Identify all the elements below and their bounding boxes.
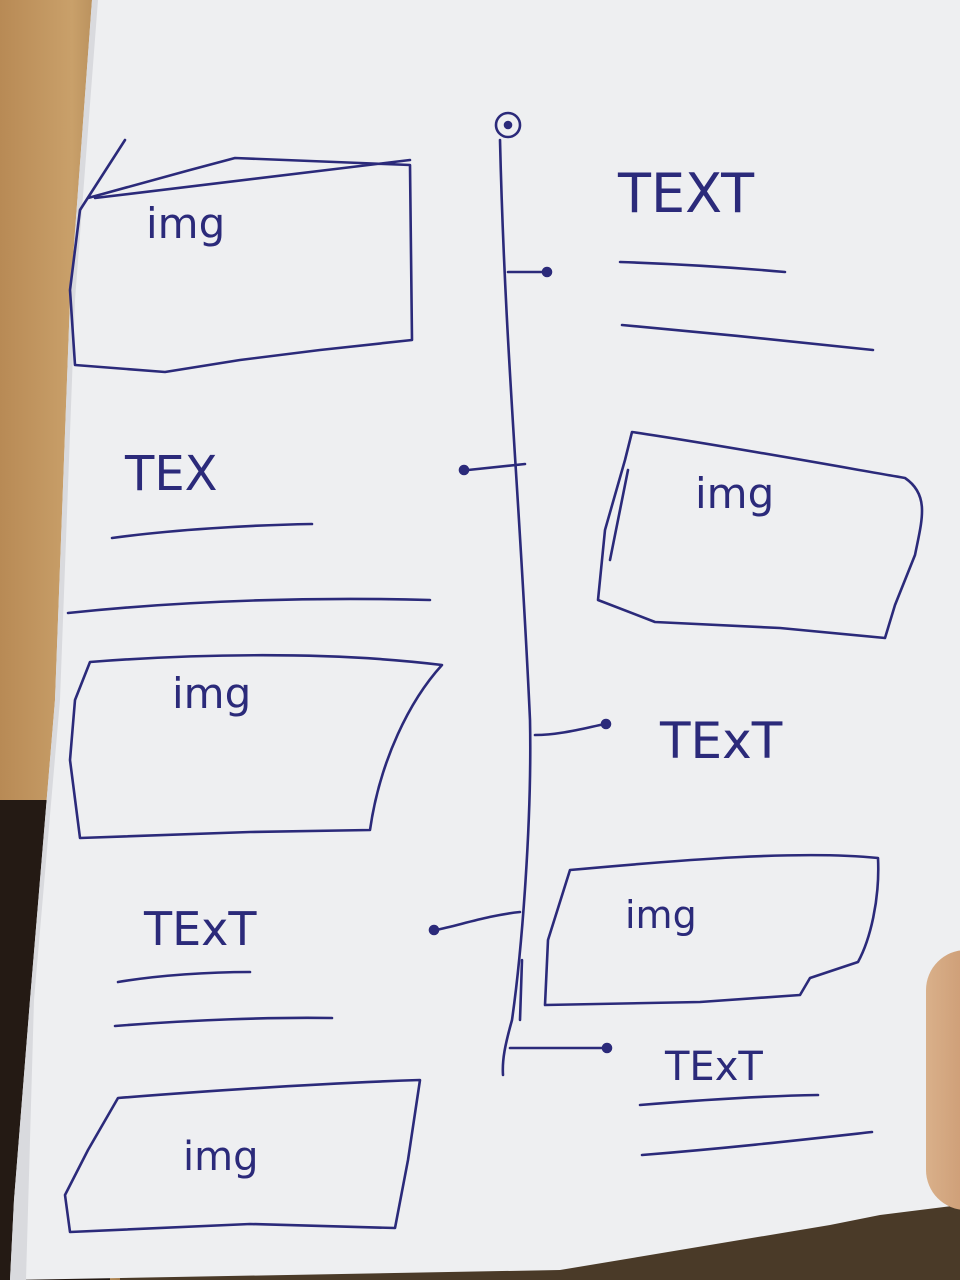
branch-right-3-dot (600, 718, 612, 730)
branch-left-4-dot (428, 924, 440, 936)
right-text-title-1: TEXT (617, 162, 755, 225)
right-text-underline-1a (618, 260, 787, 274)
right-text-title-3: TExT (664, 1044, 763, 1090)
right-img-box-2 (543, 853, 880, 1007)
timeline-spine-stub (518, 958, 524, 1022)
thumb (926, 950, 960, 1210)
left-text-underline-2a (116, 970, 252, 984)
branch-right-1-dot (541, 266, 553, 278)
left-img-box-1 (68, 138, 414, 374)
left-text-underline-1b (66, 597, 432, 615)
left-img-label-3: img (183, 1134, 258, 1180)
paper-edge-shadow (10, 0, 98, 1280)
branch-left-4 (434, 910, 522, 932)
branch-right-3 (533, 722, 607, 737)
left-img-label-1: img (146, 199, 225, 248)
branch-left-2 (466, 462, 527, 472)
left-text-underline-1a (110, 522, 314, 540)
right-text-title-2: TExT (659, 712, 783, 770)
right-img-label-2: img (625, 893, 697, 937)
branch-left-2-dot (458, 464, 470, 476)
right-img-box-1 (596, 430, 924, 640)
timeline-start-node-dot (503, 120, 513, 130)
left-img-label-2: img (172, 669, 251, 718)
right-text-underline-3a (638, 1093, 820, 1107)
timeline-spine (498, 138, 532, 1077)
right-text-underline-1b (620, 323, 875, 352)
left-text-underline-2b (113, 1016, 334, 1028)
right-img-label-1: img (695, 469, 774, 518)
paper-sheet (10, 0, 960, 1280)
left-text-title-2: TExT (143, 902, 257, 956)
right-text-underline-3b (640, 1130, 874, 1157)
left-img-box-2 (68, 653, 444, 840)
branch-right-5-dot (601, 1042, 613, 1054)
left-text-title-1: TEX (124, 446, 218, 502)
left-img-box-3 (63, 1078, 422, 1234)
timeline-start-node (494, 111, 522, 139)
